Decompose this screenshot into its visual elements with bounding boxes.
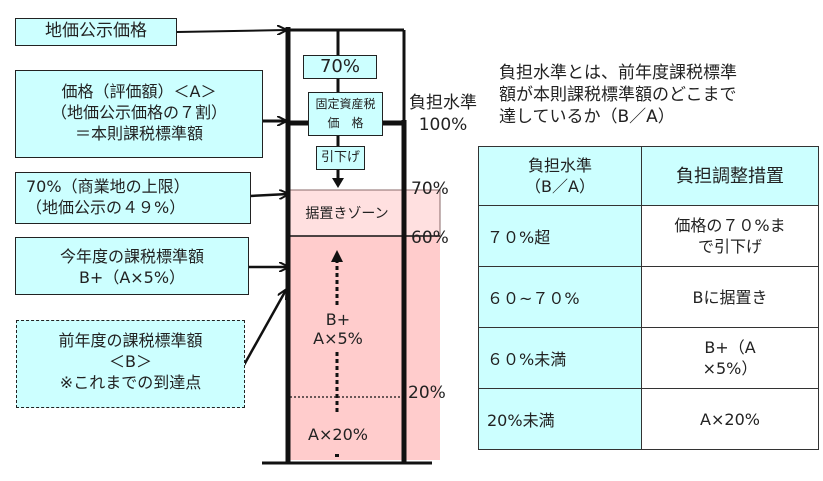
table-header-row: 負担水準 （B／A） 負担調整措置 [478, 146, 819, 206]
row-measure: B+（A ×5%） [641, 327, 819, 389]
chika-koji-label: 地価公示価格 [15, 18, 177, 46]
scale-60-label: 60% [411, 228, 449, 248]
kakaku-a-text: 価格（評価額）＜A＞ （地価公示価格の７割） ＝本則課税標準額 [50, 82, 227, 143]
arrow-up-icon [331, 250, 343, 262]
scale-20-label: 20% [408, 383, 446, 403]
hikisage-text: 引下げ [320, 150, 360, 165]
kotei-shisanzei-box: 固定資産税 価 格 [308, 92, 383, 136]
lower-zone-bg [290, 236, 440, 460]
kotei-shisanzei-text: 固定資産税 価 格 [315, 97, 376, 130]
row-measure: A×20% [641, 388, 819, 450]
suechi-zone-text: 据置きゾーン [305, 206, 389, 222]
hikisage-box: 引下げ [316, 146, 365, 170]
row-level: 20%未満 [478, 388, 642, 450]
suechi-zone-bg [289, 189, 441, 237]
suechi-zone-label: 据置きゾーン [292, 203, 402, 223]
pct70-box: 70% [303, 55, 377, 79]
kakaku-a-label: 価格（評価額）＜A＞ （地価公示価格の７割） ＝本則課税標準額 [15, 70, 263, 158]
scale-70-label: 70% [411, 179, 449, 199]
a20-label: A×20% [300, 425, 376, 444]
row-measure: Bに据置き [641, 266, 819, 328]
row-level: ７０%超 [478, 205, 642, 267]
row-measure: 価格の７０%ま で引下げ [641, 205, 819, 267]
last-year-label: 前年度の課税標準額 ＜B＞ ※これまでの到達点 [16, 320, 245, 408]
header-futan-level: 負担水準 （B／A） [478, 146, 642, 206]
a20-text: A×20% [308, 425, 368, 444]
chika-koji-text: 地価公示価格 [45, 21, 147, 41]
upper-limit-text: 70%（商業地の上限） （地価公示の４９%） [26, 177, 190, 217]
b-plus-label: B+ A×5% [313, 310, 363, 348]
header-chosei-measure: 負担調整措置 [641, 146, 819, 206]
this-year-text: 今年度の課税標準額 B+（A×5%） [59, 247, 204, 287]
row-level: ６０%未満 [478, 327, 642, 389]
futan-100-label: 負担水準 100% [409, 93, 477, 135]
this-year-label: 今年度の課税標準額 B+（A×5%） [15, 237, 249, 295]
last-year-text: 前年度の課税標準額 ＜B＞ ※これまでの到達点 [58, 331, 203, 392]
table-row: 20%未満 A×20% [478, 388, 819, 450]
table-row: ７０%超 価格の７０%ま で引下げ [478, 205, 819, 267]
futan-chosei-table: 負担水準 （B／A） 負担調整措置 ７０%超 価格の７０%ま で引下げ ６０~７… [478, 146, 819, 450]
futan-definition: 負担水準とは、前年度課税標準 額が本則課税標準額のどこまで 達しているか（B／A… [499, 63, 737, 127]
pct70-text: 70% [319, 56, 360, 77]
arrow-down-icon [332, 178, 344, 188]
row-level: ６０~７０% [478, 266, 642, 328]
table-row: ６０~７０% Bに据置き [478, 266, 819, 328]
table-row: ６０%未満 B+（A ×5%） [478, 327, 819, 389]
upper-limit-label: 70%（商業地の上限） （地価公示の４９%） [15, 172, 251, 224]
